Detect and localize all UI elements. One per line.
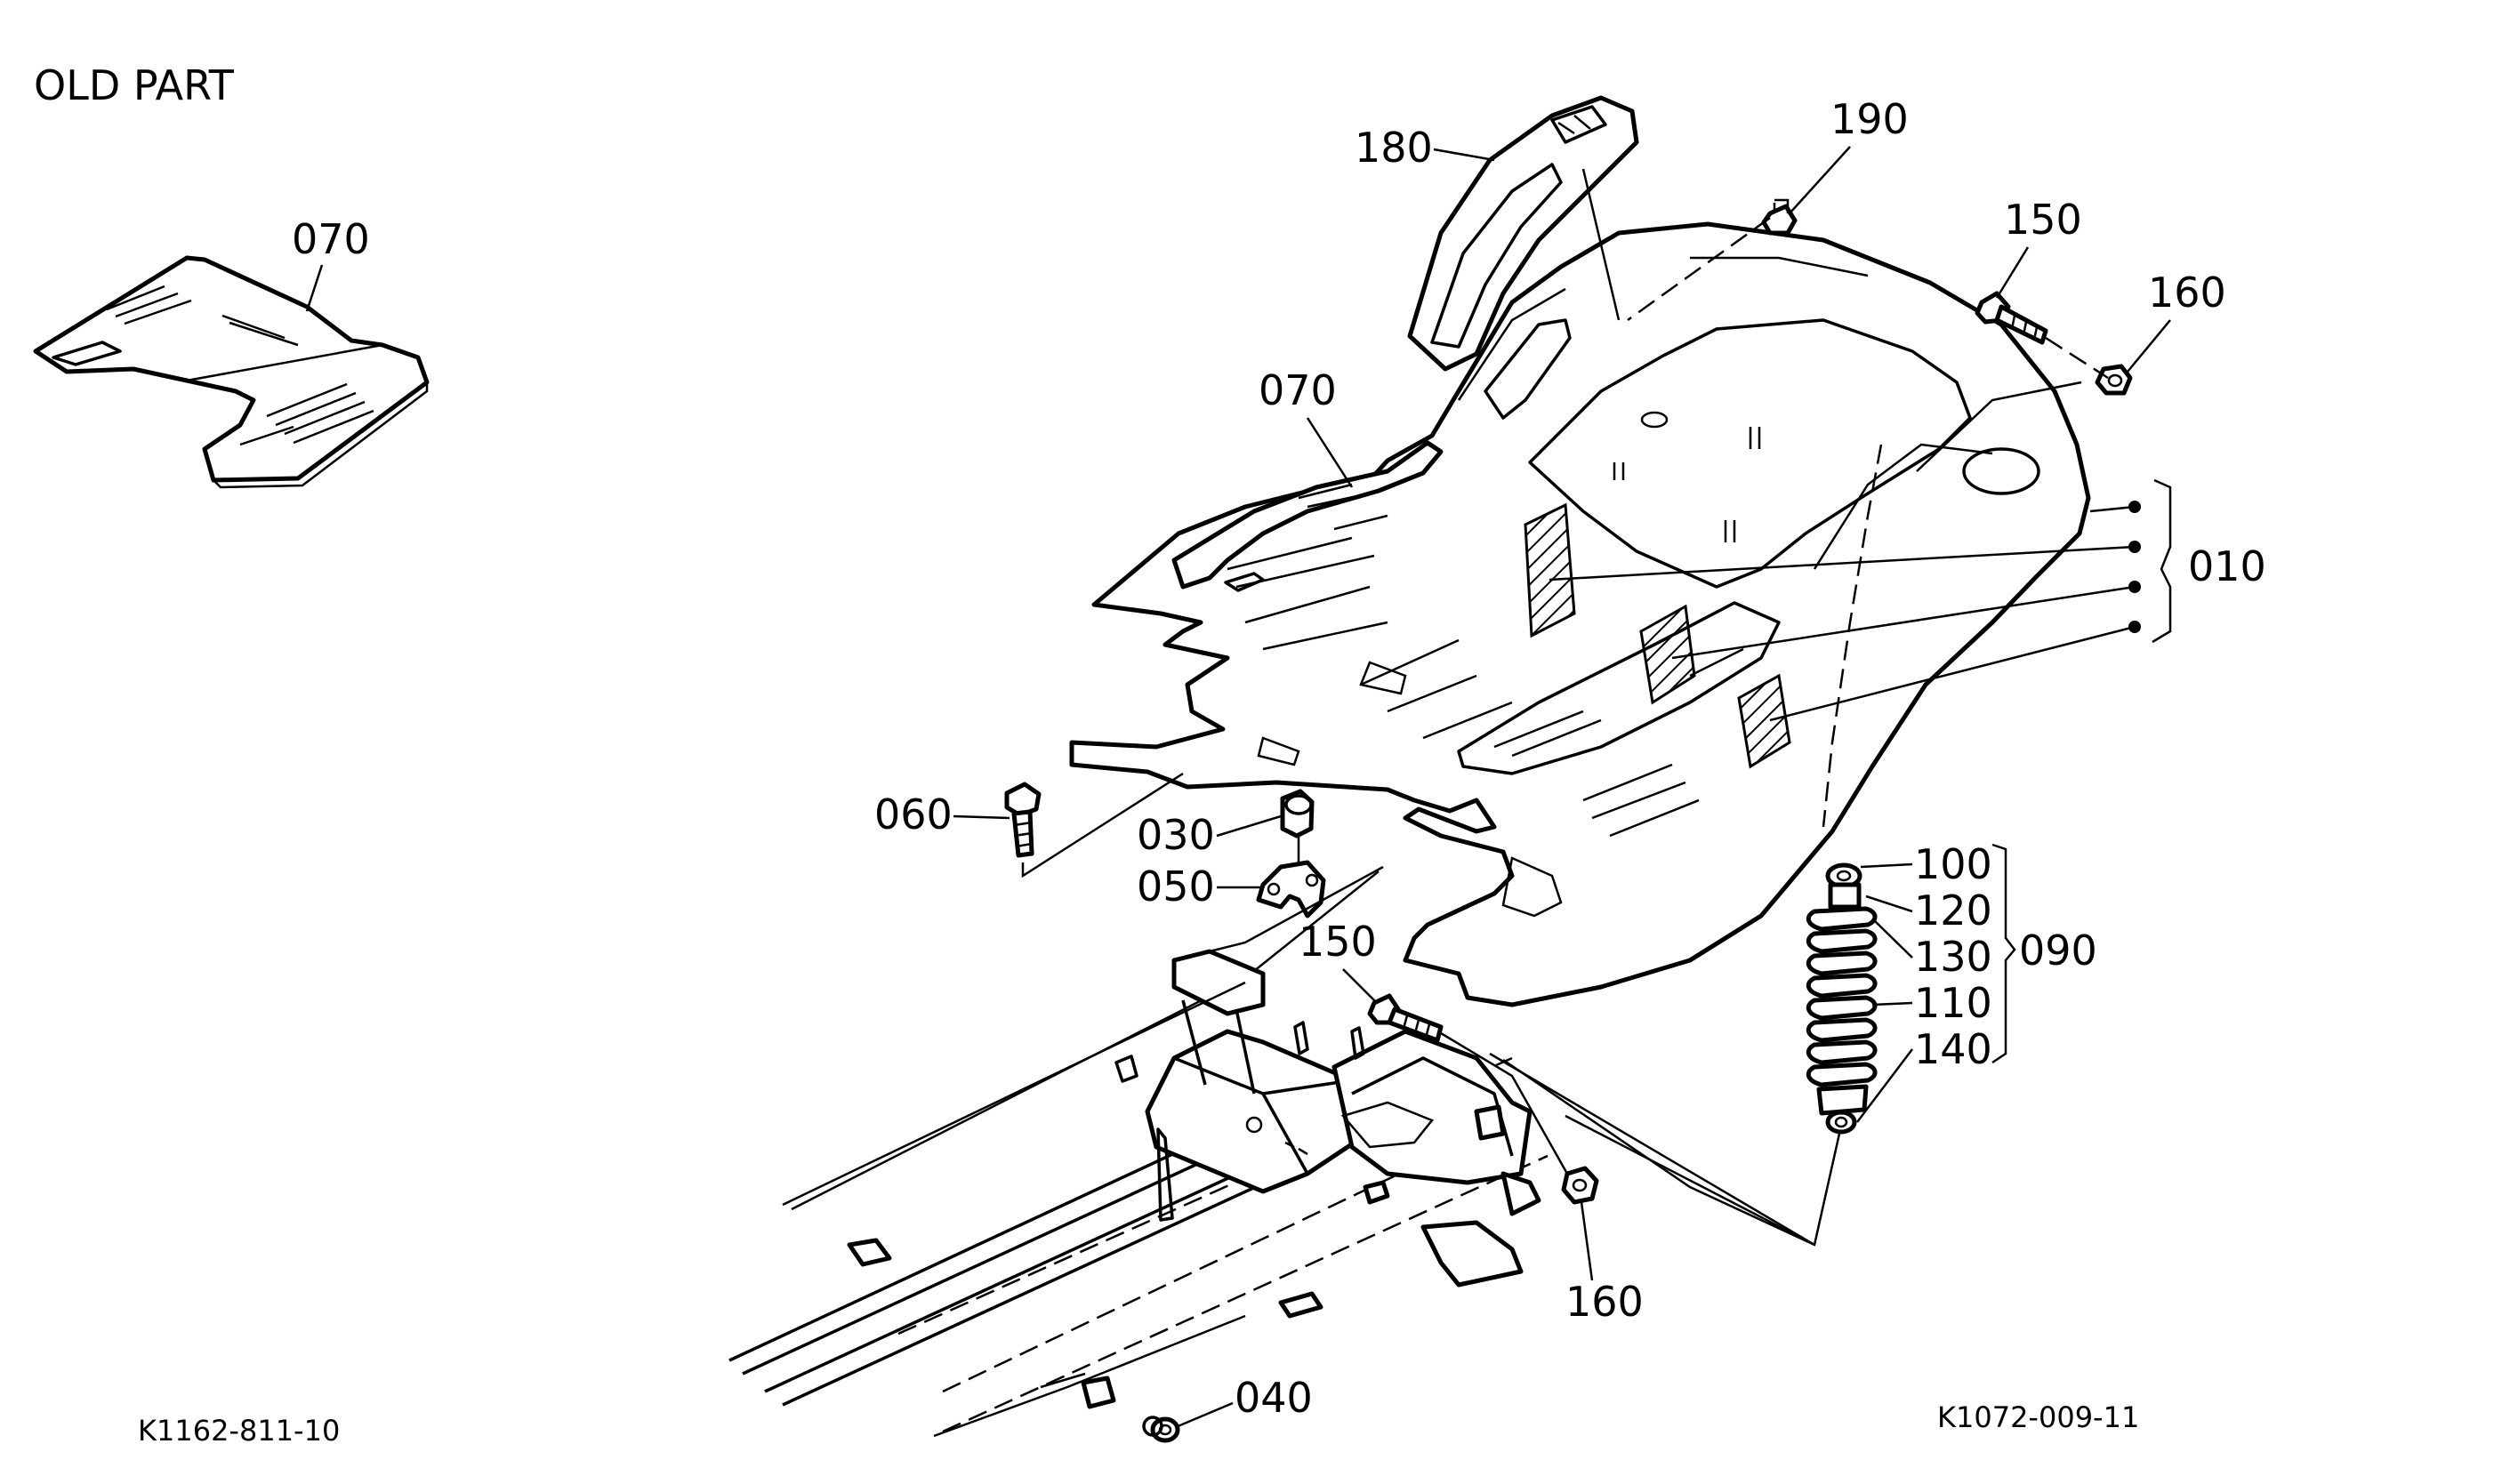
callout-030: 030 (1137, 811, 1215, 859)
leader-shock-bottom-2 (1565, 1114, 1815, 1247)
callout-100: 100 (1914, 840, 1992, 888)
leader-120 (1865, 894, 1913, 913)
bolt-060-drawing (1004, 782, 1042, 858)
leader-160-bottom (1580, 1201, 1594, 1281)
callout-150-mid: 150 (1299, 918, 1377, 966)
leader-150-mid (1342, 968, 1378, 1004)
bolt-190-drawing (1761, 198, 1798, 236)
callout-060: 060 (874, 790, 953, 838)
callout-180: 180 (1355, 124, 1433, 172)
leader-180-screw (1581, 168, 1621, 321)
leader-060-route (1021, 772, 1184, 878)
callout-130: 130 (1914, 933, 1992, 981)
floor-panel-drawing (1069, 221, 2091, 1007)
dashline-shock-align (1822, 444, 1883, 828)
dashline-150-top (2045, 336, 2109, 380)
callout-040: 040 (1235, 1374, 1313, 1422)
leader-shock-bottom (1502, 1058, 1841, 1247)
drawing-code-left: K1162-811-10 (138, 1414, 340, 1448)
callout-190: 190 (1830, 95, 1909, 143)
drawing-code-right: K1072-009-11 (1937, 1400, 2139, 1434)
bracket-090 (1991, 843, 2016, 1064)
callout-010: 010 (2188, 542, 2266, 590)
callout-110: 110 (1914, 979, 1992, 1027)
callout-090: 090 (2019, 926, 2097, 975)
leader-100 (1860, 862, 1913, 869)
callout-120: 120 (1914, 886, 1992, 935)
leader-140 (1856, 1048, 1913, 1123)
leader-060 (953, 814, 1010, 820)
leader-top-bracket (1916, 381, 2082, 472)
leader-030 (1216, 814, 1282, 838)
grab-handle-drawing (1407, 95, 1639, 420)
callout-140: 140 (1914, 1025, 1992, 1073)
leader-130 (1871, 918, 1913, 959)
leader-040 (1175, 1401, 1234, 1429)
page-title: OLD PART (34, 61, 235, 109)
callout-160-top: 160 (2148, 269, 2226, 317)
shock-absorber-drawing (1806, 862, 1878, 1135)
callout-070-old: 070 (292, 215, 370, 263)
callout-150-top: 150 (2004, 196, 2082, 244)
callout-160-bottom: 160 (1565, 1278, 1644, 1326)
chassis-frame-drawing (728, 870, 1815, 1438)
leader-070 (1306, 417, 1354, 488)
leader-110 (1871, 1001, 1913, 1007)
callout-010-group (1549, 478, 2172, 722)
leader-160-top (2127, 319, 2171, 373)
leader-070-old (305, 264, 324, 312)
leader-150-top (1995, 246, 2030, 299)
washer-040-drawing (1142, 1416, 1180, 1443)
dashline-190 (1627, 216, 1771, 322)
leader-180 (1433, 148, 1495, 162)
callout-070: 070 (1259, 366, 1337, 414)
callout-050: 050 (1137, 862, 1215, 910)
leader-nut-mount (1440, 1031, 1569, 1175)
leader-190 (1789, 146, 1851, 214)
nut-160-top-drawing (2095, 364, 2133, 396)
bolt-150-top-drawing (1975, 291, 2048, 345)
nut-160-bottom-drawing (1561, 1166, 1599, 1205)
old-floor-mat-drawing (33, 255, 430, 489)
bracket-050-drawing (1256, 860, 1326, 918)
bushing-030-drawing (1280, 789, 1315, 838)
